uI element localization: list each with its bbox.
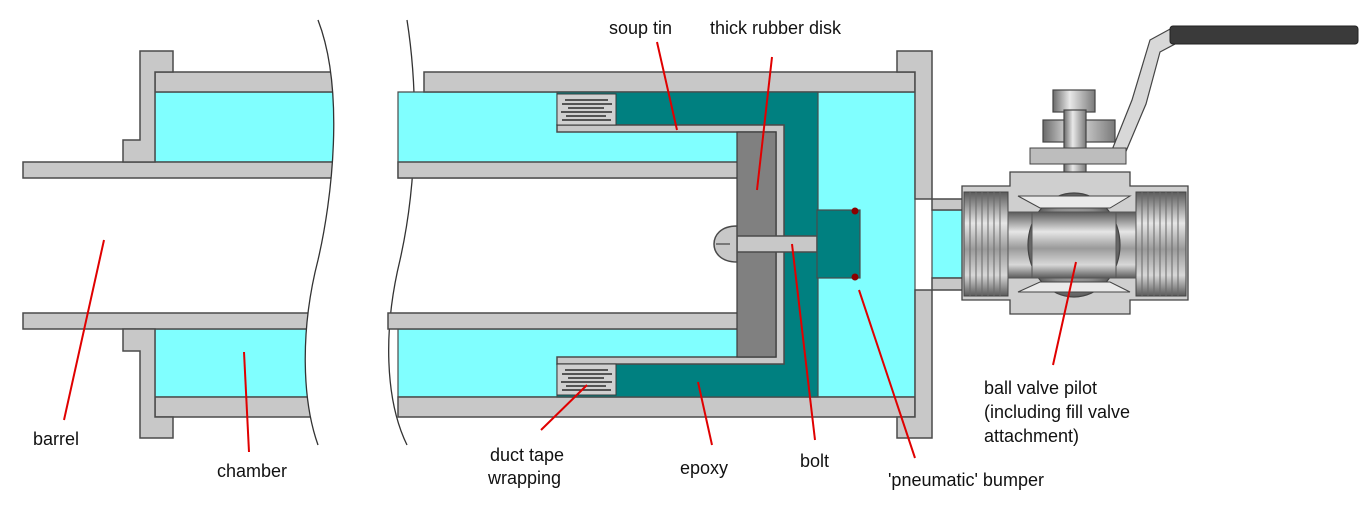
- break-band: [305, 20, 415, 445]
- leader-chamber: [243, 351, 250, 453]
- chamber-wall-top-right: [423, 71, 916, 93]
- right-end-cap-top: [896, 50, 933, 200]
- end-cap-top: [122, 50, 174, 163]
- valve-handle-lever: [1111, 27, 1176, 157]
- valve-thread-left: [963, 191, 1009, 297]
- labels: soup tin thick rubber disk barrel chambe…: [33, 18, 1130, 490]
- chamber-wall-bottom-right: [397, 396, 916, 418]
- label-rubber-disk: thick rubber disk: [710, 18, 842, 38]
- label-bumper: 'pneumatic' bumper: [888, 470, 1044, 490]
- pneumatic-bumper: [816, 209, 861, 279]
- label-soup-tin: soup tin: [609, 18, 672, 38]
- valve-thread-right: [1135, 191, 1187, 297]
- leader-lines: [63, 41, 1077, 459]
- valve-seat-bottom: [1017, 281, 1131, 293]
- leader-soup-tin: [656, 41, 678, 131]
- label-duct-tape-line1: duct tape: [490, 445, 564, 465]
- bumper-seal-bottom: [851, 273, 859, 281]
- end-cap-bottom: [122, 328, 174, 439]
- label-chamber: chamber: [217, 461, 287, 481]
- label-duct-tape-line2: wrapping: [487, 468, 561, 488]
- soup-tin: [556, 124, 785, 365]
- chamber-wall-top: [154, 71, 336, 93]
- valve-chamber-segment: [387, 50, 969, 439]
- barrel-wall-top-right: [397, 161, 739, 179]
- leader-duct-tape: [540, 384, 588, 431]
- barrel-wall-bottom: [22, 312, 336, 330]
- valve-handle-grip: [1169, 25, 1359, 45]
- break-line-left: [304, 19, 335, 446]
- duct-tape-wrap-top: [556, 93, 617, 126]
- label-ball-valve-line1: ball valve pilot: [984, 378, 1097, 398]
- valve-stem-washer: [1029, 147, 1127, 165]
- label-ball-valve-line2: (including fill valve: [984, 402, 1130, 422]
- barrel-wall-top: [22, 161, 336, 179]
- leader-ball-valve: [1052, 261, 1077, 366]
- duct-tape-wrap-bottom: [556, 363, 617, 396]
- break-line-right: [388, 19, 416, 446]
- ball-valve: [961, 25, 1359, 315]
- label-barrel: barrel: [33, 429, 79, 449]
- leader-barrel: [63, 239, 105, 421]
- valve-stem-nut-top: [1052, 89, 1096, 113]
- leader-epoxy: [697, 381, 713, 446]
- bolt-shank: [736, 235, 818, 253]
- leader-bumper: [858, 289, 916, 459]
- valve-seat-top: [1017, 195, 1132, 209]
- barrel-wall-bottom-right: [387, 312, 739, 330]
- label-ball-valve-line3: attachment): [984, 426, 1079, 446]
- bumper-seal-top: [851, 207, 859, 215]
- chamber-air-top: [154, 91, 336, 163]
- label-epoxy: epoxy: [680, 458, 728, 478]
- leader-bolt: [791, 243, 816, 441]
- leader-rubber-disk: [756, 56, 773, 191]
- label-bolt: bolt: [800, 451, 829, 471]
- left-chamber-segment: [22, 50, 336, 439]
